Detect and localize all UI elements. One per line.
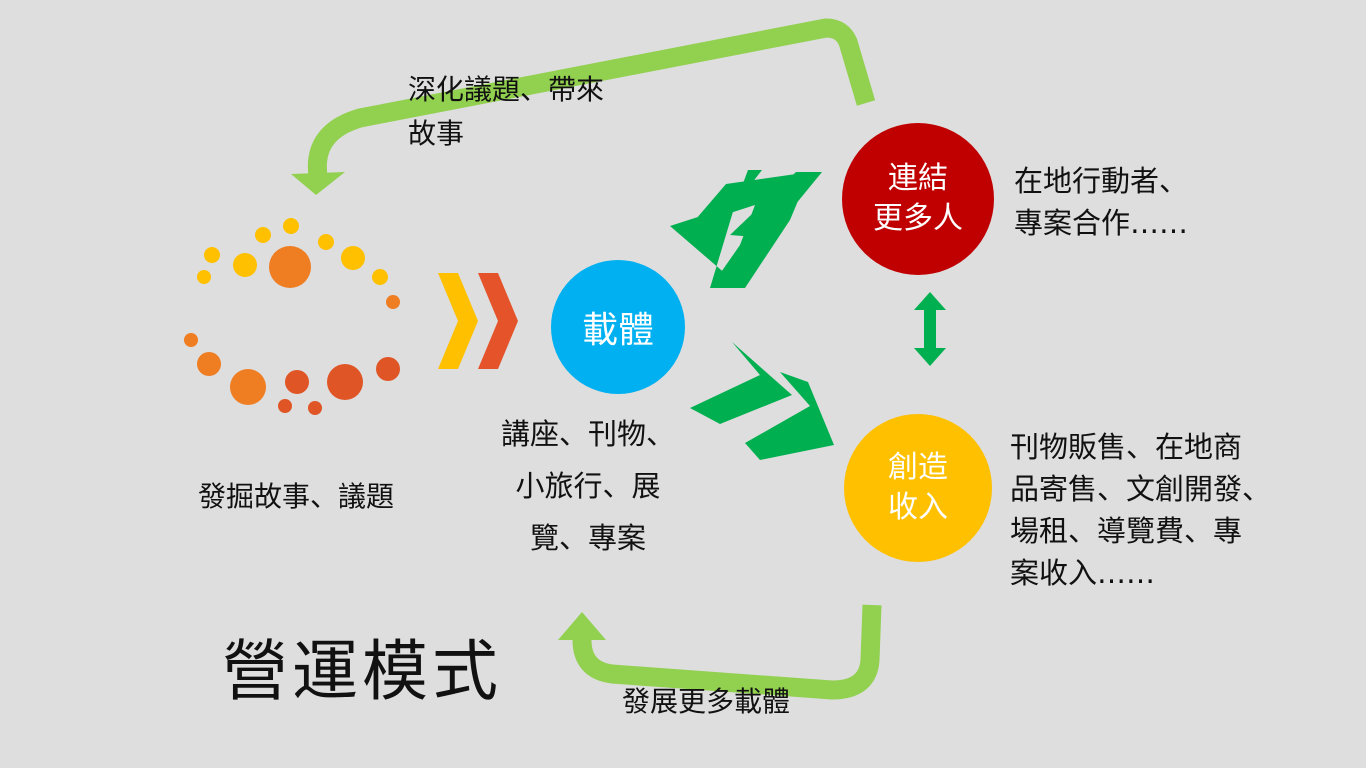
- connect-node: [842, 123, 994, 275]
- bottom-loop-caption: 發展更多載體: [622, 685, 791, 718]
- page-title: 營運模式: [222, 633, 502, 710]
- revenue-node: [844, 414, 992, 562]
- revenue-label-line1: 創造: [888, 450, 948, 485]
- top-loop-line2: 故事: [408, 117, 465, 150]
- double-chevron-icon: [438, 273, 518, 369]
- bottom-loop-arrow: [558, 604, 882, 700]
- carrier-line2: 小旅行、展: [515, 469, 661, 503]
- connect-label-line1: 連結: [888, 161, 948, 196]
- connect-line2: 專案合作……: [1014, 206, 1189, 240]
- revenue-line4: 案收入……: [1010, 556, 1156, 590]
- connect-description: 在地行動者、 專案合作……: [1014, 160, 1314, 244]
- connect-label-line2: 更多人: [873, 201, 963, 236]
- revenue-line3: 場租、導覽費、專: [1010, 514, 1243, 548]
- chevron-to-revenue-icon: [690, 342, 834, 460]
- revenue-label-line2: 收入: [888, 490, 948, 525]
- carrier-description: 講座、刊物、 小旅行、展 覽、專案: [478, 408, 698, 564]
- revenue-line2: 品寄售、文創開發、: [1010, 472, 1272, 506]
- top-loop-line1: 深化議題、帶來: [408, 73, 605, 106]
- chevron-to-connect-icon: [670, 170, 822, 288]
- carrier-line3: 覽、專案: [529, 521, 646, 555]
- up-down-arrow-icon: [914, 292, 946, 366]
- carrier-node: [551, 260, 685, 394]
- revenue-node-label: 創造 收入: [844, 414, 992, 562]
- carrier-label-text: 載體: [581, 310, 654, 351]
- top-loop-caption: 深化議題、帶來 故事: [408, 68, 708, 156]
- top-loop-arrow: [291, 18, 876, 195]
- revenue-description: 刊物販售、在地商 品寄售、文創開發、 場租、導覽費、專 案收入……: [1010, 426, 1350, 594]
- story-caption: 發掘故事、議題: [198, 480, 395, 513]
- connect-node-label: 連結 更多人: [842, 123, 994, 275]
- carrier-node-label: 載體: [551, 260, 685, 394]
- carrier-line1: 講座、刊物、: [500, 417, 675, 451]
- connect-line1: 在地行動者、: [1014, 164, 1189, 198]
- revenue-line1: 刊物販售、在地商: [1010, 430, 1243, 464]
- dot-cluster-icon: [184, 218, 400, 415]
